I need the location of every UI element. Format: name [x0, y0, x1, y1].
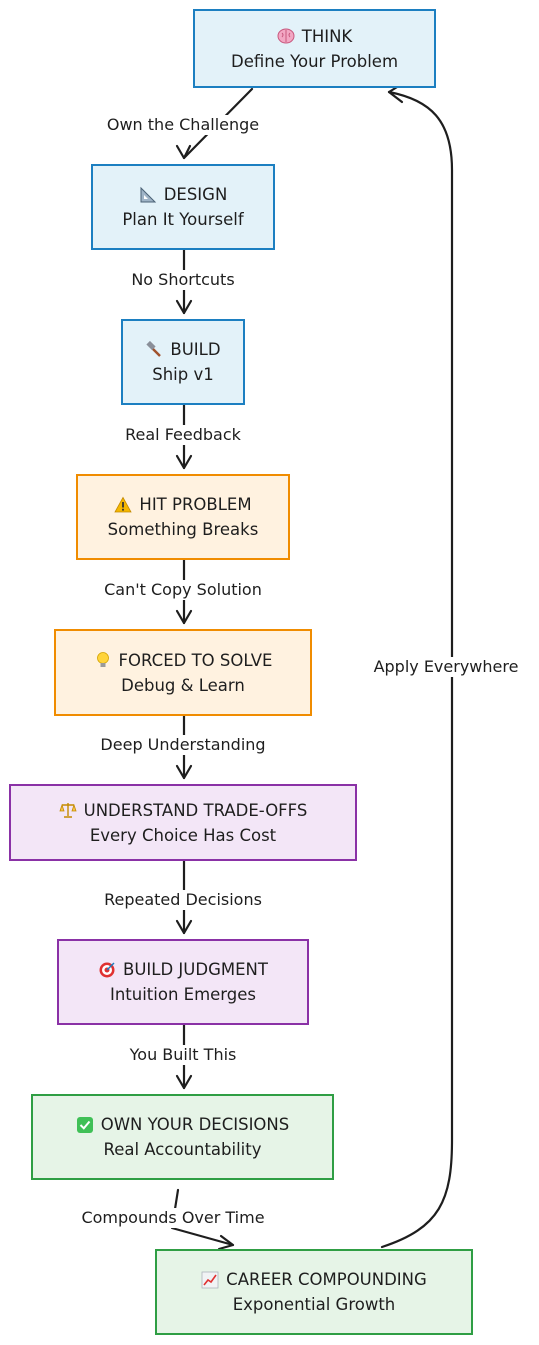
node-subtitle: Real Accountability [103, 1140, 262, 1159]
node-title: FORCED TO SOLVE [118, 650, 273, 670]
arrowhead [175, 144, 192, 160]
edge-label-compounds-over-time: Compounds Over Time [79, 1208, 267, 1228]
node-forced-to-solve: FORCED TO SOLVE Debug & Learn [54, 629, 312, 716]
lightbulb-icon [94, 651, 112, 669]
check-icon [76, 1116, 94, 1134]
node-build-judgment: BUILD JUDGMENT Intuition Emerges [57, 939, 309, 1025]
hammer-icon [145, 340, 163, 359]
node-subtitle: Define Your Problem [230, 51, 399, 71]
arrowhead [175, 764, 193, 780]
node-title: CAREER COMPOUNDING [226, 1270, 427, 1289]
node-build: BUILD Ship v1 [121, 319, 245, 405]
node-title: BUILD JUDGMENT [123, 960, 268, 979]
node-subtitle: Ship v1 [152, 365, 214, 384]
brain-icon [277, 27, 295, 45]
node-title: HIT PROBLEM [139, 495, 252, 514]
node-title: BUILD [170, 340, 221, 359]
edge-label-you-built-this: You Built This [127, 1045, 239, 1065]
node-subtitle: Plan It Yourself [122, 210, 244, 229]
edge-label-own-the-challenge: Own the Challenge [104, 115, 262, 135]
edge-label-real-feedback: Real Feedback [123, 425, 243, 445]
arrowhead [175, 299, 193, 315]
node-subtitle: Debug & Learn [121, 675, 245, 695]
triangle-ruler-icon [139, 186, 157, 204]
edge-label-cant-copy-solution: Can't Copy Solution [102, 580, 264, 600]
node-hit-problem: HIT PROBLEM Something Breaks [76, 474, 290, 560]
warning-icon [114, 496, 133, 514]
arrowhead [175, 1074, 193, 1090]
node-title: OWN YOUR DECISIONS [100, 1115, 290, 1134]
edge-label-no-shortcuts: No Shortcuts [129, 270, 237, 290]
node-subtitle: Something Breaks [107, 520, 259, 539]
edge-loop-career-think [380, 90, 454, 1249]
arrowhead [175, 609, 193, 625]
node-design: DESIGN Plan It Yourself [91, 164, 275, 250]
node-subtitle: Exponential Growth [232, 1295, 396, 1314]
node-career-compounding: CAREER COMPOUNDING Exponential Growth [155, 1249, 473, 1335]
node-title: UNDERSTAND TRADE-OFFS [83, 800, 308, 820]
edge-label-apply-everywhere: Apply Everywhere [371, 657, 521, 677]
arrowhead [175, 454, 193, 470]
node-own-your-decisions: OWN YOUR DECISIONS Real Accountability [31, 1094, 334, 1180]
chart-up-icon [201, 1271, 219, 1289]
arrowhead [217, 1234, 235, 1251]
scales-icon [59, 801, 77, 819]
node-think: THINK Define Your Problem [193, 9, 436, 88]
edge-label-repeated-decisions: Repeated Decisions [102, 890, 264, 910]
node-subtitle: Every Choice Has Cost [89, 825, 277, 845]
node-subtitle: Intuition Emerges [109, 985, 257, 1004]
edge-own-career [170, 1188, 235, 1247]
edge-label-deep-understanding: Deep Understanding [98, 735, 268, 755]
target-icon [98, 961, 116, 979]
node-title: DESIGN [163, 185, 228, 204]
arrowhead [175, 919, 193, 935]
node-title: THINK [301, 26, 353, 46]
node-understand-trade-offs: UNDERSTAND TRADE-OFFS Every Choice Has C… [9, 784, 357, 861]
